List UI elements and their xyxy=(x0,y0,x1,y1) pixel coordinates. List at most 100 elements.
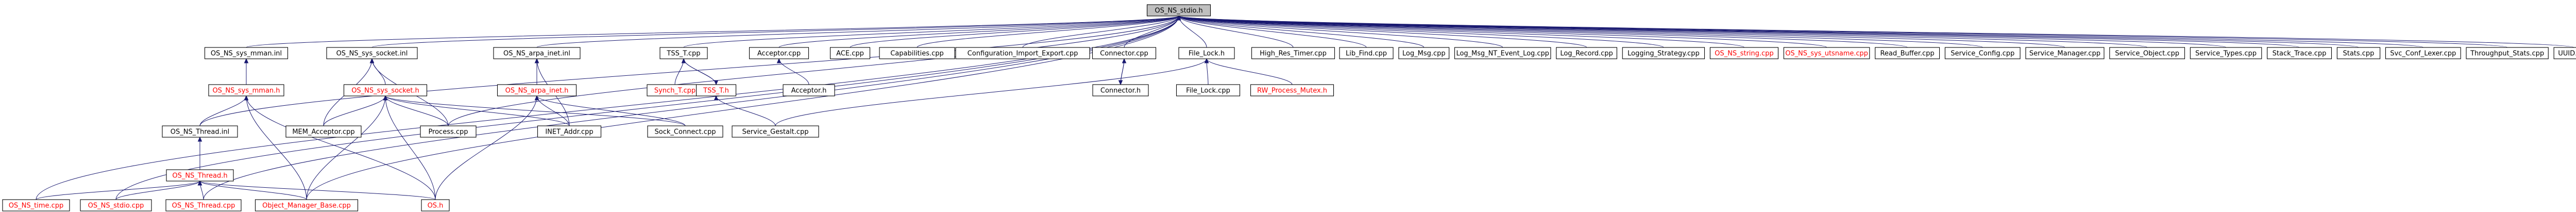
node-box[interactable] xyxy=(659,47,708,59)
node-box[interactable] xyxy=(1092,84,1149,96)
graph-node-svcconflex-cpp[interactable]: Svc_Conf_Lexer.cpp xyxy=(2385,47,2461,59)
node-box[interactable] xyxy=(255,199,359,211)
graph-node-uname-cpp[interactable]: OS_NS_sys_utsname.cpp xyxy=(1783,47,1870,59)
node-box[interactable] xyxy=(2109,47,2185,59)
node-box[interactable] xyxy=(420,125,477,138)
node-box[interactable] xyxy=(783,84,835,96)
node-box[interactable] xyxy=(1398,47,1450,59)
graph-node-filelock-h[interactable]: File_Lock.h xyxy=(1178,47,1235,59)
node-box[interactable] xyxy=(1178,47,1235,59)
graph-node-arpa-h[interactable]: OS_NS_arpa_inet.h xyxy=(497,84,577,96)
node-box[interactable] xyxy=(1556,47,1617,59)
graph-node-mman-inl[interactable]: OS_NS_sys_mman.inl xyxy=(204,47,289,59)
graph-node-svcmgr-cpp[interactable]: Service_Manager.cpp xyxy=(2025,47,2105,59)
graph-node-gestalt-cpp[interactable]: Service_Gestalt.cpp xyxy=(732,125,819,138)
graph-node-thread-inl[interactable]: OS_NS_Thread.inl xyxy=(162,125,238,138)
graph-node-thread-cpp[interactable]: OS_NS_Thread.cpp xyxy=(165,199,242,211)
graph-node-acceptor-h[interactable]: Acceptor.h xyxy=(783,84,835,96)
node-box[interactable] xyxy=(2,199,70,211)
graph-node-logmsg-cpp[interactable]: Log_Msg.cpp xyxy=(1398,47,1450,59)
graph-node-root[interactable]: OS_NS_stdio.h xyxy=(1146,4,1211,17)
graph-node-connector-cpp[interactable]: Connector.cpp xyxy=(1092,47,1157,59)
node-box[interactable] xyxy=(647,125,723,138)
graph-node-tss-cpp[interactable]: TSS_T.cpp xyxy=(659,47,708,59)
graph-node-filelock-cpp[interactable]: File_Lock.cpp xyxy=(1176,84,1241,96)
node-box[interactable] xyxy=(166,169,234,182)
graph-node-stats-cpp[interactable]: Stats.cpp xyxy=(2336,47,2381,59)
graph-node-tss-h[interactable]: TSS_T.h xyxy=(696,84,737,96)
node-box[interactable] xyxy=(732,125,819,138)
graph-node-rwmutex-h[interactable]: RW_Process_Mutex.h xyxy=(1250,84,1334,96)
node-box[interactable] xyxy=(285,125,362,138)
node-box[interactable] xyxy=(326,47,418,59)
node-box[interactable] xyxy=(2336,47,2381,59)
graph-node-thrstats-cpp[interactable]: Throughput_Stats.cpp xyxy=(2466,47,2549,59)
node-box[interactable] xyxy=(749,47,809,59)
graph-node-sock-inl[interactable]: OS_NS_sys_socket.inl xyxy=(326,47,418,59)
graph-node-logmsgnt-cpp[interactable]: Log_Msg_NT_Event_Log.cpp xyxy=(1454,47,1551,59)
graph-node-caps-cpp[interactable]: Capabilities.cpp xyxy=(879,47,955,59)
node-box[interactable] xyxy=(1339,47,1394,59)
graph-node-stack-cpp[interactable]: Stack_Trace.cpp xyxy=(2267,47,2332,59)
graph-node-hrt-cpp[interactable]: High_Res_Timer.cpp xyxy=(1251,47,1335,59)
node-box[interactable] xyxy=(162,125,238,138)
node-box[interactable] xyxy=(493,47,581,59)
graph-node-objmgr-cpp[interactable]: Object_Manager_Base.cpp xyxy=(255,199,359,211)
node-box[interactable] xyxy=(80,199,152,211)
node-box[interactable] xyxy=(955,47,1090,59)
node-label: OS_NS_stdio.cpp xyxy=(88,202,144,210)
node-box[interactable] xyxy=(2190,47,2262,59)
node-box[interactable] xyxy=(1454,47,1551,59)
node-box[interactable] xyxy=(2267,47,2332,59)
graph-node-thread-h[interactable]: OS_NS_Thread.h xyxy=(166,169,234,182)
node-box[interactable] xyxy=(497,84,577,96)
node-box[interactable] xyxy=(829,47,871,59)
node-box[interactable] xyxy=(2025,47,2105,59)
node-box[interactable] xyxy=(1092,47,1157,59)
node-box[interactable] xyxy=(696,84,737,96)
graph-node-svcconf-cpp[interactable]: Service_Config.cpp xyxy=(1944,47,2021,59)
graph-node-sockconn-cpp[interactable]: Sock_Connect.cpp xyxy=(647,125,723,138)
node-box[interactable] xyxy=(2385,47,2461,59)
node-box[interactable] xyxy=(204,47,289,59)
node-box[interactable] xyxy=(165,199,242,211)
graph-node-sock-h[interactable]: OS_NS_sys_socket.h xyxy=(343,84,428,96)
node-box[interactable] xyxy=(537,125,602,138)
node-box[interactable] xyxy=(1783,47,1870,59)
node-box[interactable] xyxy=(343,84,428,96)
node-box[interactable] xyxy=(208,84,284,96)
graph-node-os-h[interactable]: OS.h xyxy=(421,199,450,211)
node-box[interactable] xyxy=(1146,4,1211,17)
graph-node-svctypes-cpp[interactable]: Service_Types.cpp xyxy=(2190,47,2262,59)
node-box[interactable] xyxy=(879,47,955,59)
node-box[interactable] xyxy=(1250,84,1334,96)
graph-node-connector-h[interactable]: Connector.h xyxy=(1092,84,1149,96)
graph-node-config-cpp[interactable]: Configuration_Import_Export.cpp xyxy=(955,47,1090,59)
graph-node-string-cpp[interactable]: OS_NS_string.cpp xyxy=(1709,47,1778,59)
graph-node-inet-cpp[interactable]: INET_Addr.cpp xyxy=(537,125,602,138)
graph-node-ace-cpp[interactable]: ACE.cpp xyxy=(829,47,871,59)
node-box[interactable] xyxy=(1251,47,1335,59)
node-box[interactable] xyxy=(1622,47,1705,59)
graph-node-mem-cpp[interactable]: MEM_Acceptor.cpp xyxy=(285,125,362,138)
graph-node-acceptor-cpp[interactable]: Acceptor.cpp xyxy=(749,47,809,59)
graph-node-logrec-cpp[interactable]: Log_Record.cpp xyxy=(1556,47,1617,59)
graph-node-logstrat-cpp[interactable]: Logging_Strategy.cpp xyxy=(1622,47,1705,59)
node-box[interactable] xyxy=(1944,47,2021,59)
graph-node-mman-h[interactable]: OS_NS_sys_mman.h xyxy=(208,84,284,96)
graph-node-process-cpp[interactable]: Process.cpp xyxy=(420,125,477,138)
node-box[interactable] xyxy=(421,199,450,211)
graph-node-synch-cpp[interactable]: Synch_T.cpp xyxy=(647,84,703,96)
node-box[interactable] xyxy=(1176,84,1241,96)
node-box[interactable] xyxy=(2466,47,2549,59)
graph-node-uuid-cpp[interactable]: UUID.cpp xyxy=(2553,47,2576,59)
graph-node-libfind-cpp[interactable]: Lib_Find.cpp xyxy=(1339,47,1394,59)
graph-node-time-cpp[interactable]: OS_NS_time.cpp xyxy=(2,199,70,211)
node-box[interactable] xyxy=(1875,47,1940,59)
graph-node-arpa-inl[interactable]: OS_NS_arpa_inet.inl xyxy=(493,47,581,59)
node-box[interactable] xyxy=(2553,47,2576,59)
graph-node-svcobj-cpp[interactable]: Service_Object.cpp xyxy=(2109,47,2185,59)
graph-node-stdio-cpp[interactable]: OS_NS_stdio.cpp xyxy=(80,199,152,211)
node-box[interactable] xyxy=(1709,47,1778,59)
graph-node-readbuf-cpp[interactable]: Read_Buffer.cpp xyxy=(1875,47,1940,59)
